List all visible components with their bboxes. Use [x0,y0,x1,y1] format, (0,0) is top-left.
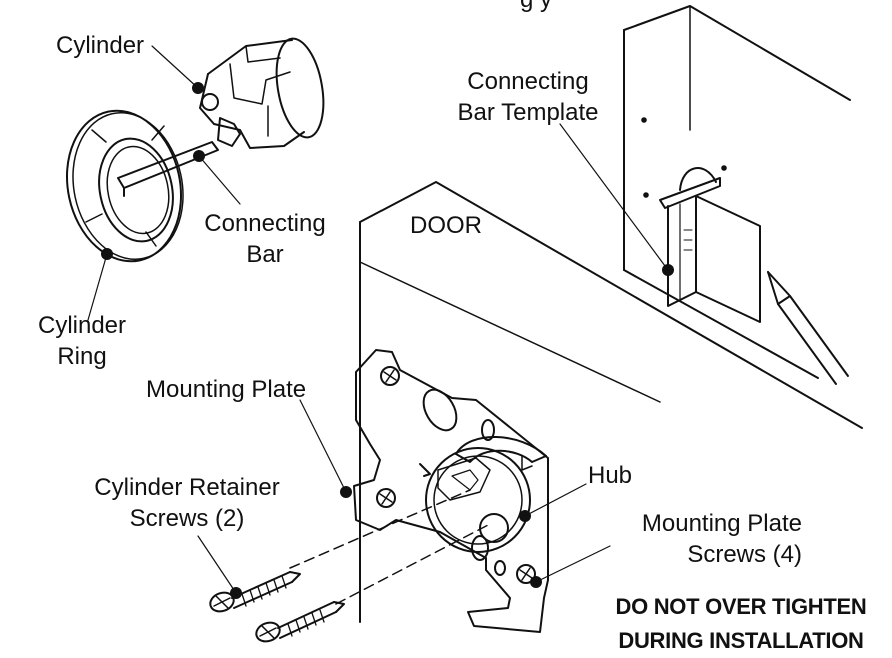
retainer-screw-upper [209,571,301,613]
label-connecting-bar-line1: Connecting [204,210,326,237]
label-retainer-line1: Cylinder Retainer [94,474,280,501]
label-cylinder-ring-line1: Cylinder [37,312,127,339]
label-plate-screws-line2: Screws (4) [687,541,802,568]
connecting-bar [117,141,219,197]
label-connecting-bar: Connecting Bar [190,208,340,270]
cropped-top-text: g y [520,0,552,14]
pencil-icon [767,271,849,385]
label-mounting-plate-screws: Mounting Plate Screws (4) [606,508,802,570]
warning-line1: DO NOT OVER TIGHTEN [615,594,867,619]
label-plate-screws-line1: Mounting Plate [641,510,802,537]
label-cylinder-text: Cylinder [56,32,145,59]
door-outline [359,181,863,623]
retainer-screw-lower [255,601,345,643]
warning-line2: DURING INSTALLATION [618,628,864,653]
warning-text: DO NOT OVER TIGHTEN DURING INSTALLATION [594,590,888,658]
alignment-dashes [289,489,491,605]
label-mounting-plate: Mounting Plate [146,374,306,405]
label-cylinder-retainer-screws: Cylinder Retainer Screws (2) [74,472,300,534]
label-connecting-bar-line2: Bar [246,241,284,268]
label-retainer-line2: Screws (2) [129,505,245,532]
label-template-line1: Connecting [467,68,589,95]
label-door: DOOR [410,210,482,241]
label-template-line2: Bar Template [457,99,599,126]
label-connecting-bar-template: Connecting Bar Template [445,66,611,128]
frame-panel [623,5,851,379]
cylinder-ring [65,109,184,263]
cylinder [199,37,325,149]
connecting-bar-template [659,167,761,323]
label-cylinder: Cylinder [56,30,144,61]
label-door-text: DOOR [410,212,482,239]
mounting-plate [353,349,549,633]
label-cylinder-ring-line2: Ring [57,343,107,370]
leader-lines [87,45,669,594]
label-hub-text: Hub [588,462,633,489]
label-mounting-plate-text: Mounting Plate [146,376,307,403]
label-cylinder-ring: Cylinder Ring [22,310,142,372]
label-hub: Hub [588,460,632,491]
